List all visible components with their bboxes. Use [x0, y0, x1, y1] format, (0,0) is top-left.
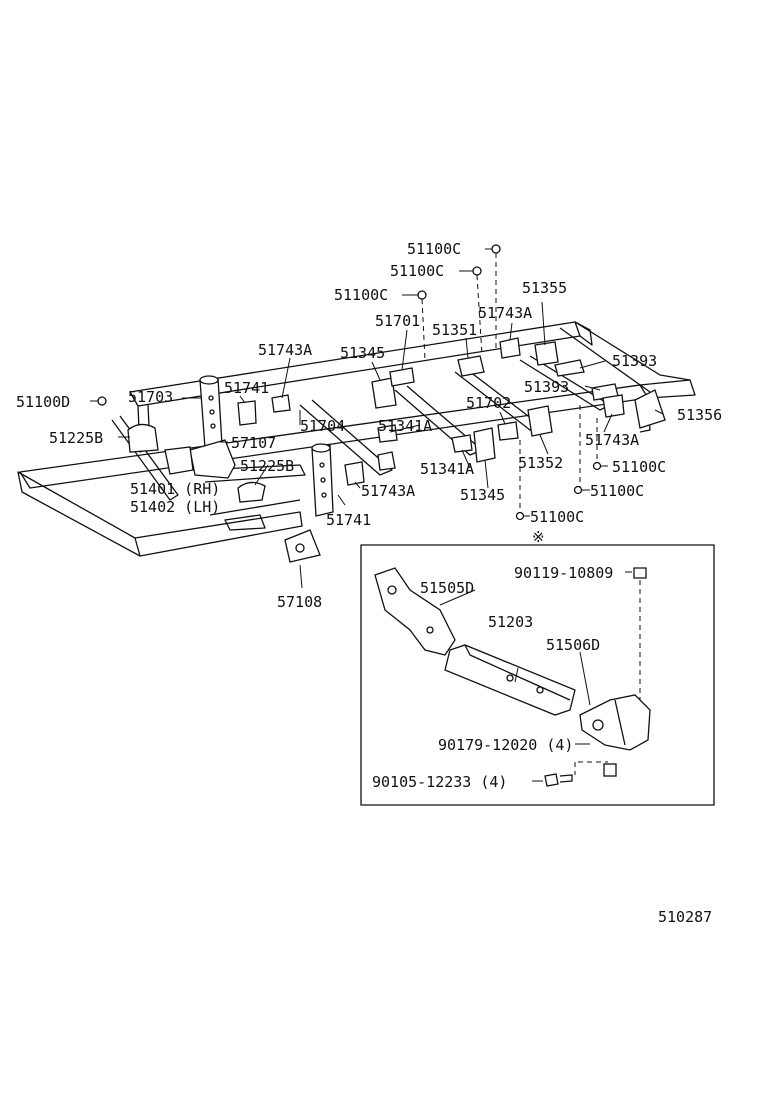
label-51743a-1: 51743A — [478, 304, 532, 322]
label-51341a-2: 51341A — [420, 460, 474, 478]
label-51741-1: 51741 — [224, 379, 269, 397]
label-57107: 57107 — [231, 434, 276, 452]
label-51341a-1: 51341A — [378, 417, 432, 435]
label-51352: 51352 — [518, 454, 563, 472]
label-51100c-3: 51100C — [334, 286, 388, 304]
label-51100c-6: 51100C — [530, 508, 584, 526]
label-51100c-2: 51100C — [390, 262, 444, 280]
label-51741-2: 51741 — [326, 511, 371, 529]
label-51701: 51701 — [375, 312, 420, 330]
label-51100d: 51100D — [16, 393, 70, 411]
label-51402-lh: 51402 (LH) — [130, 498, 220, 516]
label-51506d: 51506D — [546, 636, 600, 654]
label-51743a-4: 51743A — [361, 482, 415, 500]
label-51702: 51702 — [466, 394, 511, 412]
label-51100c-5: 51100C — [590, 482, 644, 500]
inset-detail — [360, 544, 715, 806]
leader-lines — [90, 248, 664, 589]
part-labels: 51100C 51100C 51100C 51355 51743A 51701 … — [16, 240, 722, 926]
label-57108: 57108 — [277, 593, 322, 611]
label-51505d: 51505D — [420, 579, 474, 597]
label-90105-12233: 90105-12233 (4) — [372, 773, 507, 791]
label-51100c-4: 51100C — [612, 458, 666, 476]
label-asterisk: ※ — [532, 528, 545, 546]
label-51345-1: 51345 — [340, 344, 385, 362]
label-51225b-1: 51225B — [49, 429, 103, 447]
label-51356: 51356 — [677, 406, 722, 424]
label-90179-12020: 90179-12020 (4) — [438, 736, 573, 754]
label-51345-2: 51345 — [460, 486, 505, 504]
reference-number: 510287 — [658, 908, 712, 926]
label-51100c-1: 51100C — [407, 240, 461, 258]
label-51401-rh: 51401 (RH) — [130, 480, 220, 498]
label-51743a-2: 51743A — [258, 341, 312, 359]
label-51225b-2: 51225B — [240, 457, 294, 475]
label-51393-1: 51393 — [612, 352, 657, 370]
label-51351: 51351 — [432, 321, 477, 339]
label-51704: 51704 — [300, 417, 345, 435]
label-90119-10809: 90119-10809 — [514, 564, 613, 582]
label-51703: 51703 — [128, 388, 173, 406]
frame-components — [97, 244, 666, 563]
label-51393-2: 51393 — [524, 378, 569, 396]
dashed-leaders — [421, 253, 598, 512]
label-51355: 51355 — [522, 279, 567, 297]
label-51203: 51203 — [488, 613, 533, 631]
label-51743a-3: 51743A — [585, 431, 639, 449]
